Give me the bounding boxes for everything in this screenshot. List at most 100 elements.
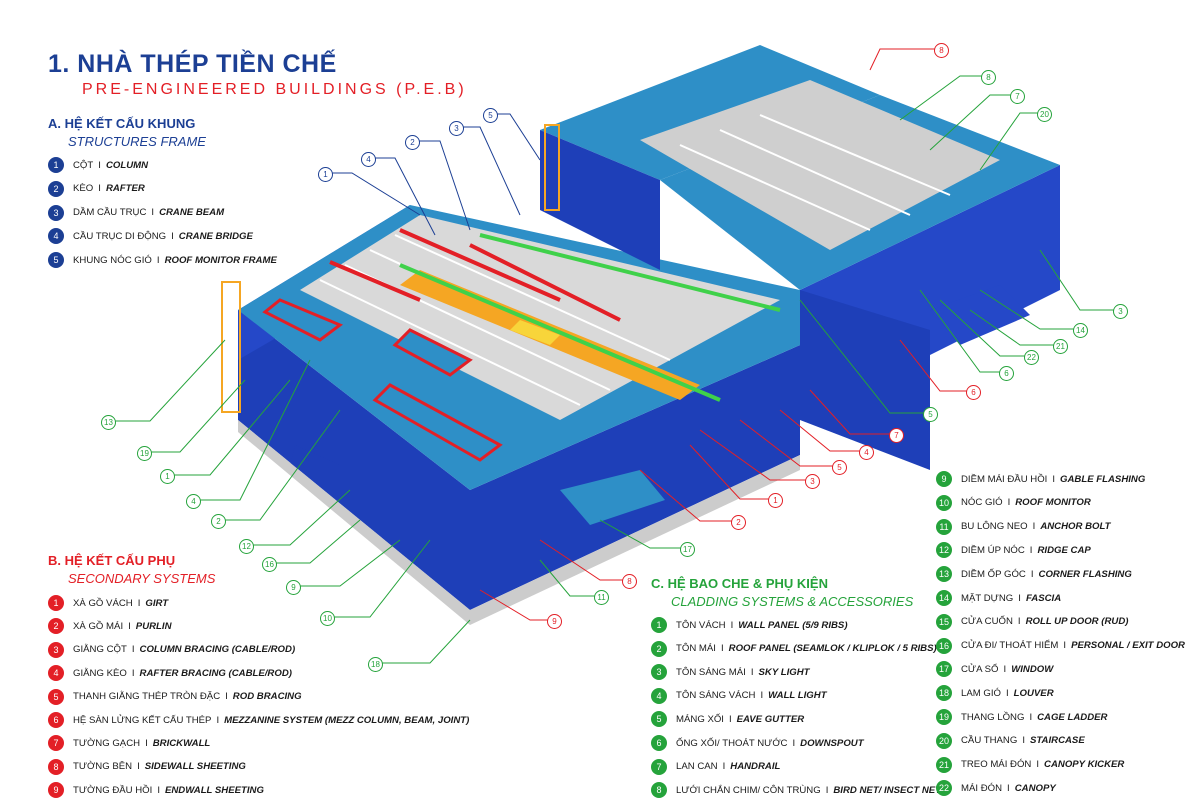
- legend-number-badge: 11: [936, 518, 952, 535]
- legend-label-vi: CẦU TRỤC DI ĐỘNG: [73, 230, 167, 242]
- callout-marker-green: 19: [137, 446, 152, 461]
- legend-label-vi: GIẰNG KÈO: [73, 667, 127, 679]
- canopy-right: [930, 285, 1030, 345]
- right-sidewall: [800, 290, 930, 470]
- legend-label-vi: CỬA SỔ: [961, 663, 999, 675]
- callout-marker-green: 2: [211, 514, 226, 529]
- callout-marker-green: 4: [186, 494, 201, 509]
- legend-number-badge: 13: [936, 566, 952, 583]
- legend-label-vi: ỐNG XỐI/ THOÁT NƯỚC: [676, 737, 788, 749]
- legend-separator: I: [1052, 473, 1056, 485]
- callout-marker-green: 1: [160, 469, 175, 484]
- page-title: 1. NHÀ THÉP TIỀN CHẾ: [48, 50, 337, 78]
- callout-marker-red: 5: [832, 460, 847, 475]
- legend-label-vi: KHUNG NÓC GIÓ: [73, 254, 152, 266]
- legend-label-vi: DIỀM ỐP GÓC: [961, 568, 1026, 580]
- crane-trolley: [510, 320, 560, 345]
- legend-number-badge: 7: [651, 758, 667, 775]
- callout-marker-green: 20: [1037, 107, 1052, 122]
- legend-label-vi: MẶT DỰNG: [961, 592, 1014, 604]
- legend-separator: I: [1003, 663, 1007, 675]
- callout-marker-red: 9: [547, 614, 562, 629]
- legend-label-en: ROOF MONITOR FRAME: [164, 254, 277, 266]
- legend-label-vi: DIỀM ÚP NÓC: [961, 544, 1025, 556]
- legend-label-en: ROOF PANEL (SEAMLOK / KLIPLOK / 5 RIBS): [728, 643, 937, 655]
- legend-label-vi: THANH GIẰNG THÉP TRÒN ĐẶC: [73, 691, 221, 703]
- legend-number-badge: 12: [936, 542, 952, 559]
- legend-label-en: RIDGE CAP: [1037, 544, 1091, 556]
- legend-label-en: HANDRAIL: [730, 761, 781, 773]
- section-a-subtitle: STRUCTURES FRAME: [68, 134, 206, 149]
- legend-number-badge: 5: [48, 688, 64, 705]
- legend-label-en: RAFTER: [105, 183, 145, 195]
- callout-marker-red: 3: [805, 474, 820, 489]
- legend-separator: I: [722, 761, 726, 773]
- legend-label-vi: XÀ GỒ MÁI: [73, 620, 124, 632]
- legend-separator: I: [225, 691, 228, 703]
- legend-number-badge: 3: [48, 204, 64, 221]
- legend-separator: I: [760, 690, 764, 702]
- legend-label-en: BRICKWALL: [152, 737, 211, 749]
- legend-separator: I: [1029, 711, 1033, 723]
- legend-label-vi: TƯỜNG BÊN: [73, 761, 133, 773]
- legend-number-badge: 3: [651, 664, 667, 681]
- callout-marker-green: 3: [1113, 304, 1128, 319]
- legend-label-en: FASCIA: [1025, 592, 1062, 604]
- legend-label-en: ANCHOR BOLT: [1040, 521, 1111, 533]
- legend-separator: I: [728, 713, 732, 725]
- cage-ladder-upper: [544, 124, 560, 211]
- legend-label-en: CRANE BEAM: [159, 207, 225, 219]
- legend-label-en: ENDWALL SHEETING: [164, 784, 264, 796]
- callout-marker-green: 22: [1024, 350, 1039, 365]
- legend-separator: I: [730, 619, 734, 631]
- legend-number-badge: 8: [651, 782, 667, 799]
- legend-label-en: CORNER FLASHING: [1038, 568, 1132, 580]
- legend-label-vi: GIẰNG CỘT: [73, 644, 127, 656]
- legend-label-vi: LAM GIÓ: [961, 687, 1001, 699]
- callout-marker-green: 8: [981, 70, 996, 85]
- legend-label-vi: LAN CAN: [676, 761, 718, 773]
- legend-separator: I: [128, 620, 131, 632]
- legend-separator: I: [1032, 521, 1036, 533]
- legend-label-vi: MÁNG XỐI: [676, 713, 724, 725]
- legend-number-badge: 22: [936, 780, 952, 797]
- legend-number-badge: 8: [48, 758, 64, 775]
- legend-separator: I: [1036, 759, 1040, 771]
- callout-marker-red: 7: [889, 428, 904, 443]
- roof-monitor-3: [372, 383, 503, 462]
- callout-marker-red: 1: [768, 493, 783, 508]
- legend-label-vi: TƯỜNG GẠCH: [73, 737, 141, 749]
- legend-separator: I: [1063, 640, 1067, 652]
- legend-label-en: COLUMN BRACING (CABLE/ROD): [139, 644, 296, 656]
- legend-label-en: EAVE GUTTER: [736, 713, 805, 725]
- legend-label-vi: DIỀM MÁI ĐẦU HỒI: [961, 473, 1048, 485]
- legend-number-badge: 1: [651, 617, 667, 633]
- legend-separator: I: [720, 643, 724, 655]
- legend-label-vi: TÔN SÁNG MÁI: [676, 666, 746, 678]
- legend-label-en: ROD BRACING: [232, 691, 302, 703]
- callout-marker-green: 13: [101, 415, 116, 430]
- canopy-front: [560, 470, 665, 525]
- legend-label-en: CAGE LADDER: [1037, 711, 1108, 723]
- callout-marker-green: 6: [999, 366, 1014, 381]
- legend-separator: I: [750, 666, 754, 678]
- red-leaders: [479, 48, 972, 621]
- upper-purlins: [679, 114, 951, 231]
- legend-label-en: STAIRCASE: [1030, 735, 1085, 747]
- legend-label-vi: THANG LỒNG: [961, 711, 1025, 723]
- legend-number-badge: 9: [48, 782, 64, 799]
- legend-number-badge: 5: [48, 252, 64, 269]
